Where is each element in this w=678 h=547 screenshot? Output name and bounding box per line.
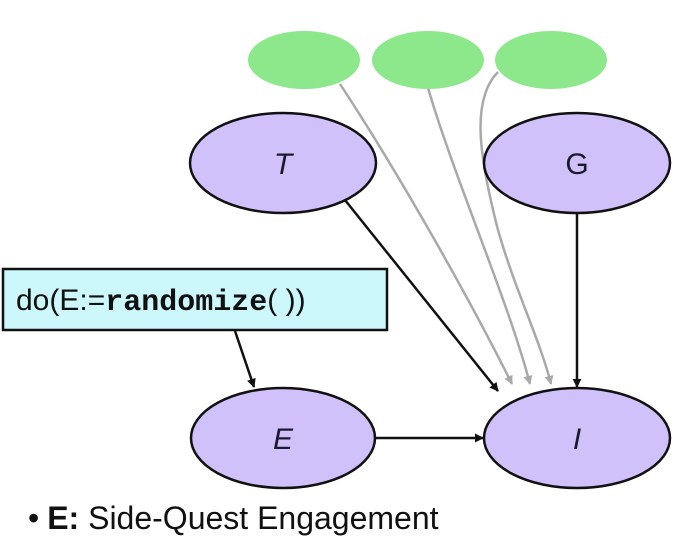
node-i-label: I — [573, 423, 581, 456]
intervention-suffix: ( )) — [267, 284, 305, 317]
node-t: T — [188, 111, 378, 215]
intervention-box: do(E:=randomize( )) — [1, 267, 389, 332]
legend-item-e: •E: Side-Quest Engagement — [28, 500, 439, 537]
legend-key: E: — [47, 500, 80, 536]
node-e: E — [189, 386, 377, 490]
legend-description: Side-Quest Engagement — [88, 500, 439, 536]
intervention-function: randomize — [105, 286, 267, 320]
edge-t-to-i — [344, 199, 499, 392]
intervention-prefix: do(E:= — [16, 284, 105, 317]
edge-u3-to-i — [479, 71, 554, 385]
latent-node-2 — [372, 31, 484, 89]
node-e-label: E — [273, 423, 294, 456]
node-g: G — [482, 111, 672, 215]
latent-node-1 — [248, 31, 360, 89]
edge-u1-to-i — [338, 83, 514, 385]
edge-u2-to-i — [426, 87, 533, 385]
node-i: I — [482, 386, 672, 490]
node-g-label: G — [565, 148, 588, 181]
intervention-text: do(E:=randomize( )) — [16, 284, 306, 320]
edge-intervention-to-e — [233, 330, 256, 388]
latent-node-3 — [495, 31, 607, 89]
bullet-icon: • — [28, 500, 40, 536]
node-t-label: T — [274, 148, 295, 181]
